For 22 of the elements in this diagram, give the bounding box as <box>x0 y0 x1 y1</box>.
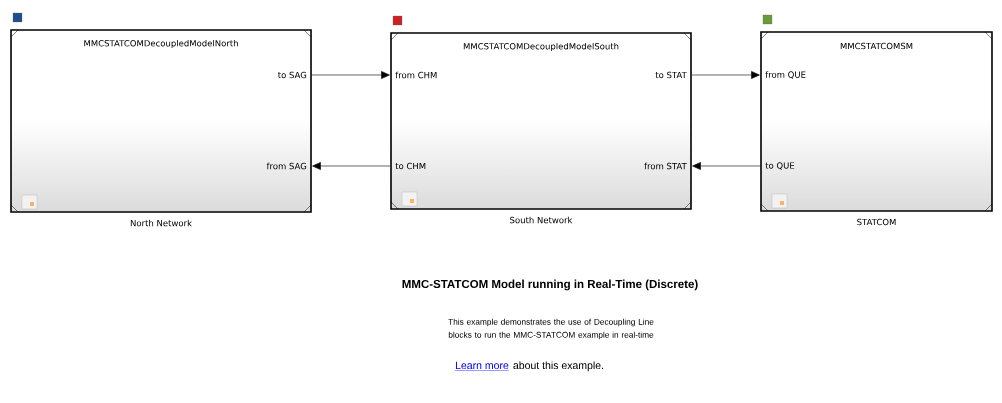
text: about this example. <box>513 361 604 372</box>
port-label: from QUE <box>765 71 806 79</box>
arrow <box>311 71 390 79</box>
title: MMC-STATCOM Model running in Real-Time (Discrete) <box>402 279 698 291</box>
port-label: to QUE <box>765 162 795 170</box>
port-label: to SAG <box>278 71 307 79</box>
description: This example demonstrates the use of Decoupling Line blocks to run the MMC-STATCOM example in real-time <box>448 318 654 340</box>
block-caption: North Network <box>130 219 192 227</box>
block-title: MMCSTATCOMSM <box>840 42 913 50</box>
arrow <box>691 71 760 79</box>
block-title: MMCSTATCOMDecoupledModelSouth <box>463 42 619 52</box>
port-label: from SAG <box>266 162 307 170</box>
port-label: to STAT <box>655 71 687 79</box>
link: Learn more <box>454 361 509 371</box>
arrow <box>692 162 761 170</box>
block-caption: South Network <box>510 216 573 224</box>
block-title: MMCSTATCOMDecoupledModelNorth <box>84 39 238 49</box>
port-label: to CHM <box>395 162 426 170</box>
port-label: from STAT <box>644 162 687 170</box>
port-label: from CHM <box>395 71 437 79</box>
block-caption: STATCOM <box>857 218 896 226</box>
arrow <box>312 162 391 170</box>
